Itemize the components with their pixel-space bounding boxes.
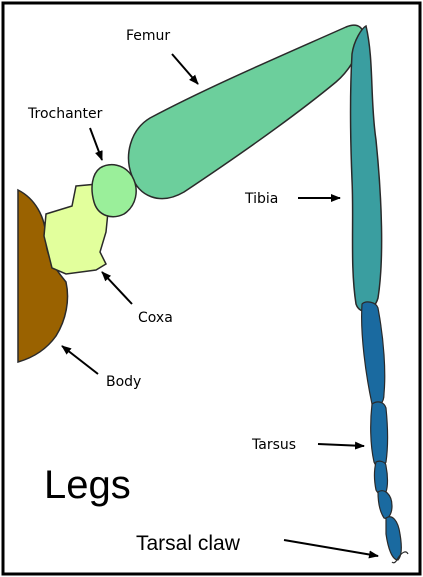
trochanter-shape <box>92 165 136 217</box>
legs-heading: Legs <box>44 463 131 507</box>
tarsus-segment-2 <box>371 402 388 467</box>
tibia-label: Tibia <box>244 191 278 207</box>
coxa-label: Coxa <box>138 310 173 326</box>
femur-label: Femur <box>126 28 170 44</box>
trochanter-label: Trochanter <box>27 106 103 122</box>
tarsal-claw-label: Tarsal claw <box>136 532 241 555</box>
body-label: Body <box>106 374 141 390</box>
tarsus-label: Tarsus <box>251 437 296 453</box>
tarsus-segment-3 <box>375 461 388 494</box>
